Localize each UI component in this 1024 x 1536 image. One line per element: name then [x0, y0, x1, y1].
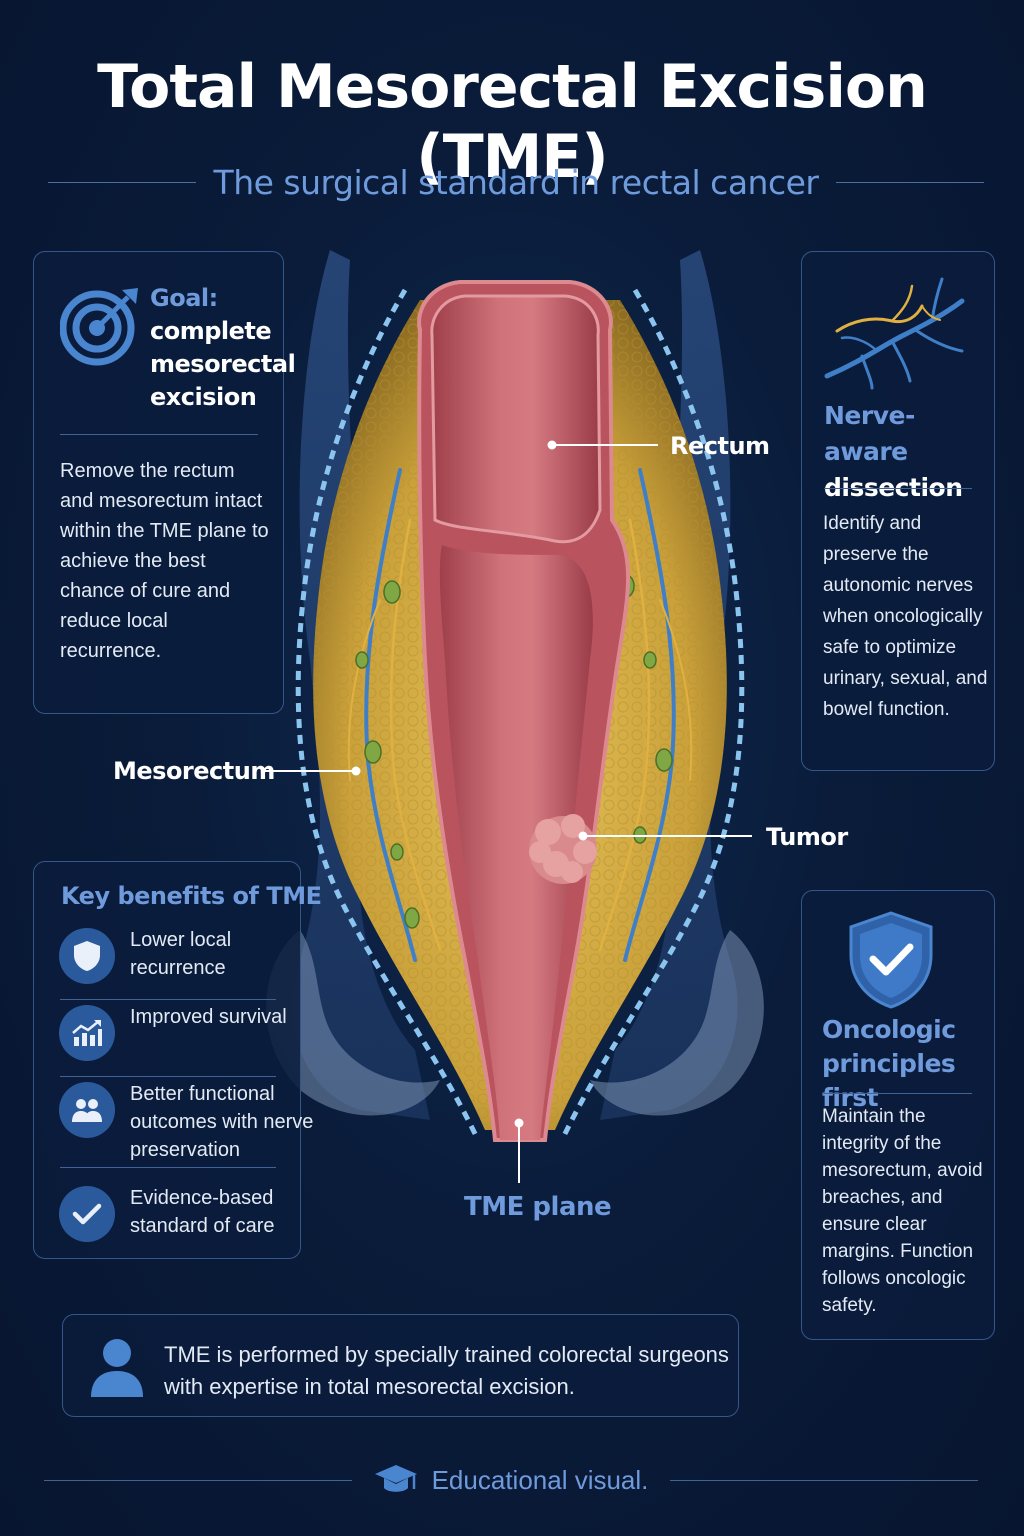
goal-heading-text: complete mesorectal excision: [150, 317, 296, 411]
goal-heading: Goal: complete mesorectal excision: [150, 282, 296, 414]
label-tme-plane: TME plane: [464, 1192, 612, 1222]
benefit-item: Lower local recurrence: [56, 924, 298, 1000]
benefit-item: Improved survival: [56, 1001, 298, 1077]
subtitle-rule-left: [48, 181, 196, 183]
goal-heading-accent: Goal:: [150, 284, 218, 312]
benefit-item: Evidence-based standard of care: [56, 1182, 298, 1246]
benefit-text: Better functional outcomes with nerve pr…: [130, 1083, 314, 1161]
benefit-text: Evidence-based standard of care: [130, 1187, 275, 1237]
page-subtitle: The surgical standard in rectal cancer: [213, 162, 819, 202]
nerve-heading-text: dissection: [824, 473, 963, 502]
goal-body: Remove the rectum and mesorectum intact …: [60, 460, 269, 662]
label-leaders: [262, 440, 752, 1183]
footer-text: Educational visual.: [431, 1464, 649, 1495]
shield-icon: [59, 928, 115, 984]
benefits-card: Key benefits of TME Lower local recurren…: [33, 861, 322, 1259]
footer-rule-left: [44, 1479, 352, 1481]
check-icon: [59, 1186, 115, 1242]
surgeon-note-card: TME is performed by specially trained co…: [62, 1314, 739, 1417]
shield-check-icon: [849, 911, 933, 1009]
nerve-heading: Nerve-aware dissection: [824, 398, 989, 506]
graduation-cap-icon: [374, 1465, 417, 1492]
chart-up-icon: [59, 1005, 115, 1061]
subtitle-rule-right: [836, 181, 985, 183]
oncologic-heading: Oncologic principles first: [822, 1015, 956, 1112]
benefit-divider: [60, 1167, 276, 1168]
nerve-icon: [824, 277, 965, 390]
benefits-heading: Key benefits of TME: [61, 882, 322, 910]
nerve-divider: [824, 488, 972, 489]
oncologic-body: Maintain the integrity of the mesorectum…: [822, 1106, 983, 1316]
footer: Educational visual.: [44, 1460, 978, 1500]
nerve-body: Identify and preserve the autonomic nerv…: [823, 513, 988, 720]
page-title: Total Mesorectal Excision (TME): [97, 52, 928, 192]
target-icon: [60, 288, 138, 366]
label-rectum: Rectum: [670, 432, 770, 460]
benefit-text: Lower local recurrence: [130, 929, 232, 979]
nerve-heading-accent: Nerve-aware: [824, 401, 915, 466]
subtitle-row: The surgical standard in rectal cancer: [48, 160, 985, 204]
oncologic-divider: [822, 1093, 972, 1094]
nerve-card: Nerve-aware dissection Identify and pres…: [801, 251, 995, 771]
goal-divider: [60, 434, 258, 435]
footer-rule-right: [670, 1479, 978, 1481]
tme-plane-outline: [295, 288, 745, 1142]
label-tumor: Tumor: [766, 823, 848, 851]
goal-card: Goal: complete mesorectal excision Remov…: [33, 251, 296, 714]
people-icon: [59, 1082, 115, 1138]
person-icon: [91, 1339, 143, 1397]
benefit-text: Improved survival: [130, 1006, 287, 1028]
benefit-divider: [60, 1076, 276, 1077]
benefit-divider: [60, 999, 276, 1000]
benefit-item: Better functional outcomes with nerve pr…: [56, 1078, 313, 1168]
footer-content: Educational visual.: [352, 1463, 671, 1497]
label-mesorectum: Mesorectum: [113, 757, 275, 785]
oncologic-card: Oncologic principles first Maintain the …: [801, 890, 995, 1340]
surgeon-note-text: TME is performed by specially trained co…: [164, 1342, 729, 1399]
